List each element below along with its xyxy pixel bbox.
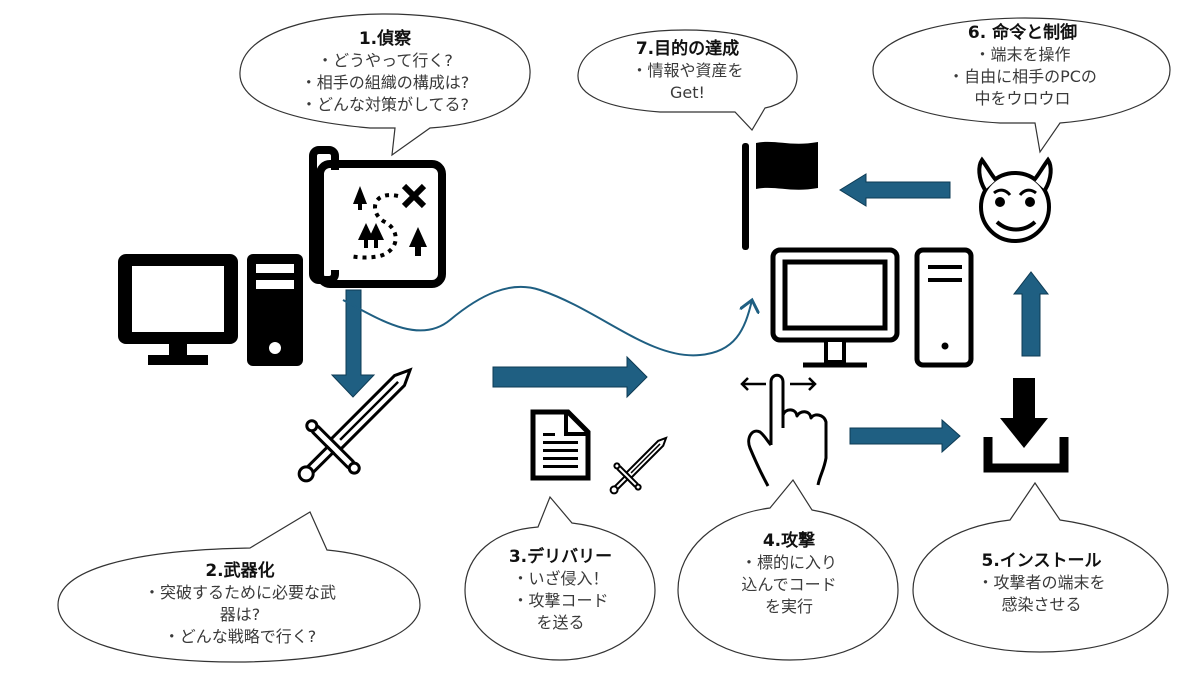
stage-line: ・どんな戦略で行く? [163,627,317,646]
stage-title: 1.偵察 [358,29,412,49]
stage-line: 中をウロウロ [974,89,1071,108]
bubble-delivery [464,495,656,661]
stage-title: 4.攻撃 [762,531,816,551]
bubble-text-installation: 5.インストール ・攻撃者の端末を 感染させる [915,550,1168,616]
attacker-computer-icon [118,254,303,366]
bubble-actions [577,29,798,131]
bubble-installation [912,481,1169,653]
bubble-text-exploitation: 4.攻撃 ・標的に入り 込んでコード を実行 [680,530,898,618]
stage-line: を実行 [764,597,813,616]
arrow-command-to-actions [839,173,951,207]
stage-line: 込んでコード [741,575,837,594]
victim-computer-icon [770,247,974,368]
sword-icon [297,367,413,483]
arrow-installation-to-command [1012,271,1050,357]
stage-title: 5.インストール [981,551,1102,571]
stage-line: ・端末を操作 [974,45,1071,64]
bubble-recon [239,13,531,157]
bubble-command-control [872,17,1171,154]
stage-line: 感染させる [1001,595,1082,614]
stage-line: ・情報や資産を [631,61,744,80]
bubble-text-weaponization: 2.武器化 ・突破するために必要な武 器は? ・どんな戦略で行く? [60,560,420,648]
bubble-text-recon: 1.偵察 ・どうやって行く? ・相手の組織の構成は? ・どんな対策がしてる? [240,28,530,116]
stage-line: ・自由に相手のPCの [948,67,1097,86]
arrow-weaponization-to-delivery [492,355,648,399]
stage-line: Get! [670,83,705,102]
arrow-recon-to-weaponization [330,289,376,398]
document-icon [530,409,591,481]
hand-swipe-icon [740,373,828,487]
stage-line: ・突破するために必要な武 [143,583,336,602]
bubble-text-command-control: 6. 命令と制御 ・端末を操作 ・自由に相手のPCの 中をウロウロ [875,22,1170,110]
stage-title: 6. 命令と制御 [967,23,1078,43]
stage-line: ・攻撃コード [512,591,609,610]
stage-line: ・いざ侵入！ [512,569,609,588]
download-icon [983,378,1069,473]
devil-face-icon [977,156,1053,243]
stage-title: 7.目的の達成 [635,39,740,59]
stage-line: ・攻撃者の端末を [977,573,1106,592]
stage-line: を送る [536,613,585,632]
bubble-weaponization [57,511,421,663]
bubble-exploitation [677,478,899,661]
arrow-exploitation-to-installation [849,418,961,454]
stage-line: ・どうやって行く? [317,51,453,70]
stage-title: 3.デリバリー [508,547,613,567]
stage-line: ・相手の組織の構成は? [300,73,470,92]
treasure-map-icon [309,146,446,288]
stage-line: 器は? [219,605,261,624]
stage-line: ・どんな対策がしてる? [300,95,469,114]
stage-title: 2.武器化 [205,561,275,581]
bubble-text-actions: 7.目的の達成 ・情報や資産を Get! [580,38,795,104]
attack-path-curve [342,285,752,357]
stage-line: ・標的に入り [740,553,837,572]
bubble-text-delivery: 3.デリバリー ・いざ侵入！ ・攻撃コード を送る [468,546,653,634]
flag-icon [742,141,818,250]
small-sword-icon [609,436,668,495]
